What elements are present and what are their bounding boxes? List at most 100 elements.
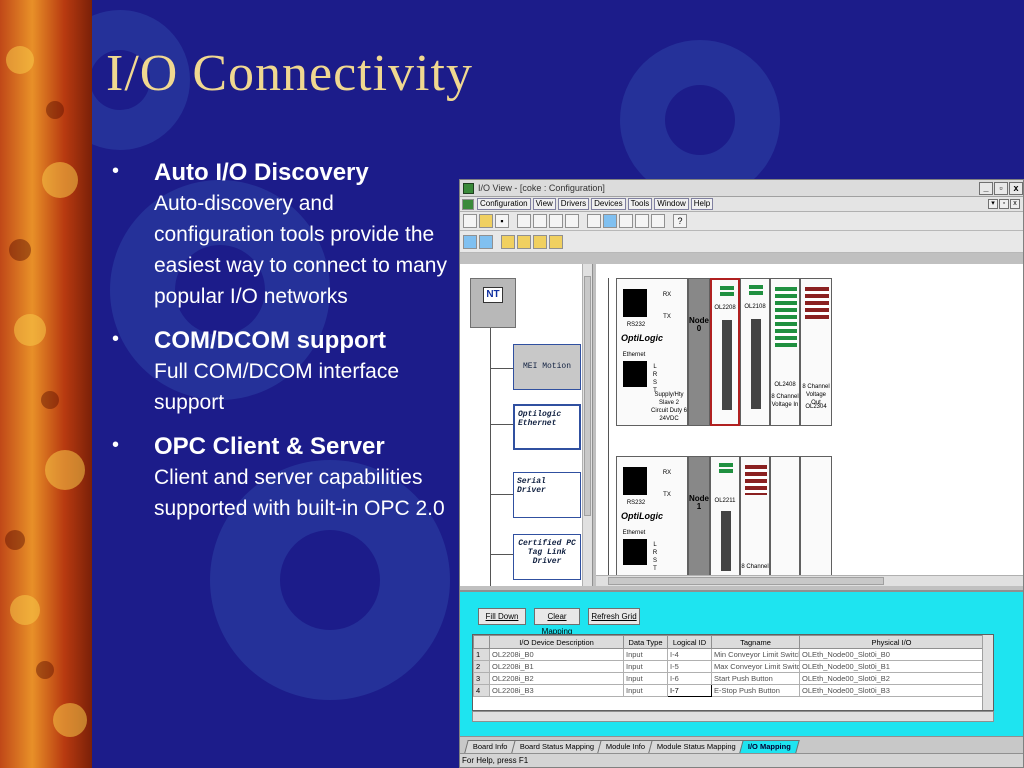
cell-logical-id[interactable]: I-4 xyxy=(667,648,712,661)
refresh-grid-button[interactable]: Refresh Grid xyxy=(588,608,640,625)
graph-icon[interactable] xyxy=(549,234,563,249)
table-row[interactable]: 3 OL2208i_B2 Input I-6 Start Push Button… xyxy=(473,672,984,685)
table-row[interactable]: 2 OL2208i_B1 Input I-5 Max Conveyor Limi… xyxy=(473,660,984,673)
minimize-button[interactable]: _ xyxy=(979,181,993,195)
module-ol2304[interactable]: 8 Channel Voltage Out OL2304 xyxy=(800,278,832,426)
new-icon[interactable] xyxy=(463,214,477,228)
delete-icon[interactable] xyxy=(565,214,579,228)
column-header-logical-id[interactable]: Logical ID xyxy=(667,635,712,649)
window-titlebar[interactable]: I/O View - [coke : Configuration] _ ▫ x xyxy=(460,180,1023,197)
cell-tagname[interactable]: Min Conveyor Limit Switch xyxy=(711,648,800,661)
nt-computer-icon[interactable]: NT xyxy=(470,278,516,328)
column-header-description[interactable]: I/O Device Description xyxy=(489,635,624,649)
cell-tagname[interactable]: Start Push Button xyxy=(711,672,800,685)
cut-icon[interactable] xyxy=(517,214,531,228)
column-header-data-type[interactable]: Data Type xyxy=(623,635,668,649)
node-0-controller[interactable]: RX TX RS232 OptiLogic Ethernet L R S T S… xyxy=(616,278,688,426)
cell-physical-io[interactable]: OLEth_Node00_Slot0i_B3 xyxy=(799,684,984,697)
paste-icon[interactable] xyxy=(549,214,563,228)
restore-button[interactable]: ▫ xyxy=(994,181,1008,195)
tree-node-pc-tag-link-driver[interactable]: Certified PC Tag Link Driver xyxy=(513,534,581,580)
chart-icon[interactable] xyxy=(501,234,515,249)
cell-tagname[interactable]: Max Conveyor Limit Switch xyxy=(711,660,800,673)
close-button[interactable]: x xyxy=(1009,181,1023,195)
connect-icon[interactable] xyxy=(463,234,477,249)
nt-label: NT xyxy=(483,287,503,303)
bar-chart-icon[interactable] xyxy=(517,234,531,249)
menu-devices[interactable]: Devices xyxy=(591,198,626,210)
menu-view[interactable]: View xyxy=(532,198,556,210)
module-ol2408[interactable]: OL2408 8 Channel Voltage In xyxy=(770,278,800,426)
table-row[interactable]: 1 OL2208i_B0 Input I-4 Min Conveyor Limi… xyxy=(473,648,984,661)
menu-tools[interactable]: Tools xyxy=(627,198,653,210)
menu-help[interactable]: Help xyxy=(690,198,714,210)
cell-logical-id-selected[interactable]: I-7 xyxy=(667,684,712,697)
mdi-restore-button[interactable]: ▫ xyxy=(999,199,1009,209)
cell-tagname[interactable]: E-Stop Push Button xyxy=(711,684,800,697)
print-icon[interactable] xyxy=(587,214,601,228)
module-ol2108[interactable]: OL2108 xyxy=(740,278,770,426)
mdi-minimize-button[interactable]: ▾ xyxy=(988,199,998,209)
cell-physical-io[interactable]: OLEth_Node00_Slot0i_B0 xyxy=(799,648,984,661)
empty-slot[interactable] xyxy=(800,456,832,578)
tab-io-mapping[interactable]: I/O Mapping xyxy=(739,740,800,753)
bullet-heading: OPC Client & Server xyxy=(154,433,385,460)
cell-description[interactable]: OL2208i_B0 xyxy=(489,648,624,661)
tab-board-status-mapping[interactable]: Board Status Mapping xyxy=(510,740,603,753)
cell-logical-id[interactable]: I-5 xyxy=(667,660,712,673)
node-1-controller[interactable]: RX TX RS232 OptiLogic Ethernet L R S T xyxy=(616,456,688,578)
search-icon[interactable] xyxy=(651,214,665,228)
mdi-close-button[interactable]: x xyxy=(1010,199,1020,209)
help-icon[interactable]: ? xyxy=(673,214,687,228)
node-0-power-module[interactable]: Node 0 xyxy=(688,278,710,426)
cell-data-type[interactable]: Input xyxy=(623,684,668,697)
tree-scroll-thumb[interactable] xyxy=(584,276,591,516)
cell-data-type[interactable]: Input xyxy=(623,672,668,685)
bullet-body: Auto-discovery and configuration tools p… xyxy=(154,192,447,308)
cell-physical-io[interactable]: OLEth_Node00_Slot0i_B1 xyxy=(799,660,984,673)
grid-vertical-scrollbar[interactable] xyxy=(982,635,993,710)
empty-slot[interactable] xyxy=(770,456,800,578)
cell-description[interactable]: OL2208i_B3 xyxy=(489,684,624,697)
module-ol2208[interactable]: OL2208 xyxy=(710,278,740,426)
tree-node-optilogic-ethernet[interactable]: Optilogic Ethernet xyxy=(513,404,581,450)
main-toolbar: ▪ ? xyxy=(460,212,1023,231)
fill-down-button[interactable]: Fill Down xyxy=(478,608,526,625)
table-row[interactable]: 4 OL2208i_B3 Input I-7 E-Stop Push Butto… xyxy=(473,684,984,697)
cell-description[interactable]: OL2208i_B2 xyxy=(489,672,624,685)
cell-logical-id[interactable]: I-6 xyxy=(667,672,712,685)
menu-drivers[interactable]: Drivers xyxy=(557,198,590,210)
column-header-tagname[interactable]: Tagname xyxy=(711,635,800,649)
open-icon[interactable] xyxy=(479,214,493,228)
tree-scrollbar[interactable] xyxy=(582,264,592,586)
config-icon[interactable] xyxy=(635,214,649,228)
network-icon[interactable] xyxy=(603,214,617,228)
tree-node-mei-motion[interactable]: MEI Motion xyxy=(513,344,581,390)
menu-window[interactable]: Window xyxy=(654,198,689,210)
column-header-physical-io[interactable]: Physical I/O xyxy=(799,635,984,649)
disconnect-icon[interactable] xyxy=(479,234,493,249)
trend-icon[interactable] xyxy=(533,234,547,249)
tree-node-serial-driver[interactable]: Serial Driver xyxy=(513,472,581,518)
module-analog[interactable]: 8 Channel xyxy=(740,456,770,578)
status-bar: For Help, press F1 xyxy=(460,753,1023,767)
node-1-power-module[interactable]: Node 1 xyxy=(688,456,710,578)
menu-configuration[interactable]: Configuration xyxy=(477,198,531,210)
copy-icon[interactable] xyxy=(533,214,547,228)
cell-physical-io[interactable]: OLEth_Node00_Slot0i_B2 xyxy=(799,672,984,685)
device-icon[interactable] xyxy=(619,214,633,228)
tab-module-info[interactable]: Module Info xyxy=(597,740,654,753)
module-ol2211[interactable]: OL2211 xyxy=(710,456,740,578)
rack-scroll-thumb[interactable] xyxy=(608,577,884,585)
cell-data-type[interactable]: Input xyxy=(623,648,668,661)
cell-data-type[interactable]: Input xyxy=(623,660,668,673)
clear-mapping-button[interactable]: Clear Mapping xyxy=(534,608,580,636)
grid-horizontal-scrollbar[interactable] xyxy=(472,711,994,722)
tab-board-info[interactable]: Board Info xyxy=(464,740,517,753)
led-bank xyxy=(745,465,767,495)
cell-description[interactable]: OL2208i_B1 xyxy=(489,660,624,673)
save-icon[interactable]: ▪ xyxy=(495,214,509,228)
table-header-row: I/O Device Description Data Type Logical… xyxy=(473,635,984,649)
rack-horizontal-scrollbar[interactable] xyxy=(596,575,1023,586)
tab-module-status-mapping[interactable]: Module Status Mapping xyxy=(648,740,745,753)
